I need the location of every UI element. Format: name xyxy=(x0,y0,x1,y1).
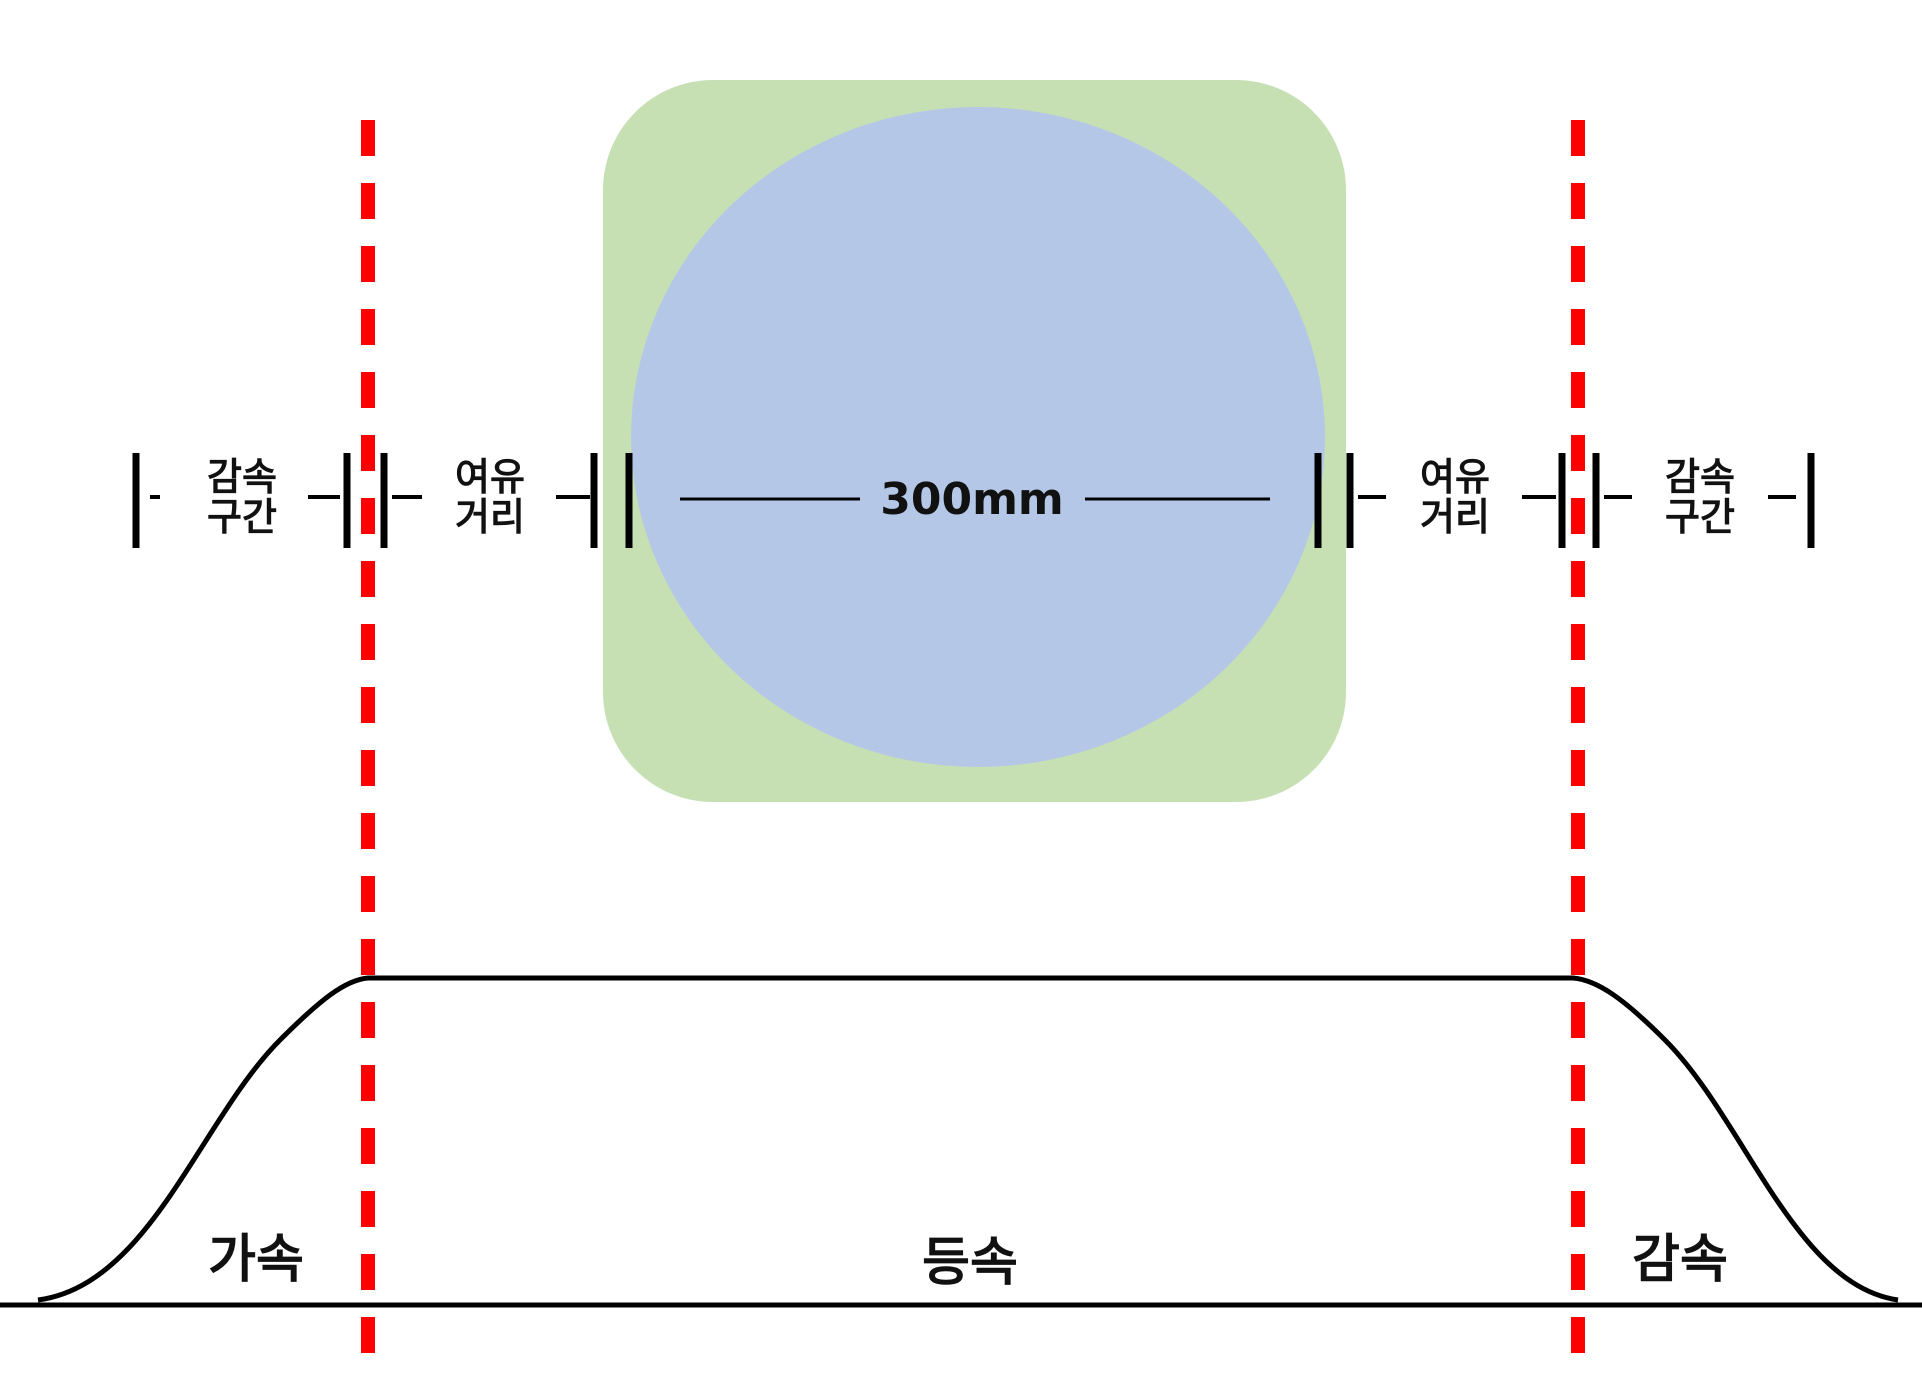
velocity-profile-curve xyxy=(37,975,1899,1303)
margin-left-label-line1: 여유 xyxy=(455,455,525,499)
accel-label: 가속 xyxy=(208,1230,304,1290)
constant-label: 등속 xyxy=(922,1233,1018,1293)
margin-right-label-line2: 거리 xyxy=(1420,495,1490,539)
decel-label: 감속 xyxy=(1632,1230,1728,1290)
decel-right-label-line1: 감속 xyxy=(1665,455,1735,499)
margin-left-label-line2: 거리 xyxy=(455,495,525,539)
margin-right-label-line1: 여유 xyxy=(1420,455,1490,499)
wafer-circle-shape xyxy=(631,107,1325,767)
dimension-row xyxy=(132,453,1815,548)
decel-right-label-line2: 구간 xyxy=(1665,495,1735,539)
decel-left-label-line1: 감속 xyxy=(207,455,277,499)
decel-left-label-line2: 구간 xyxy=(207,495,277,539)
diameter-label: 300mm xyxy=(880,474,1064,525)
